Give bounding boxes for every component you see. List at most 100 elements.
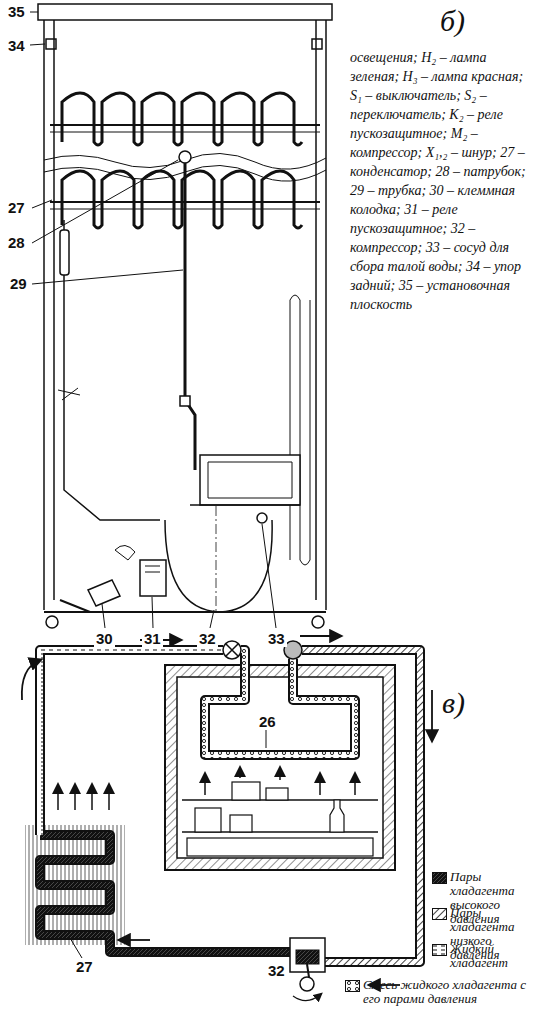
drawing-line (239, 768, 241, 778)
high-pressure-pipe (40, 835, 290, 952)
valve (284, 641, 302, 659)
branch-pipe (179, 151, 191, 163)
drawing-rect (195, 808, 221, 832)
callout-number: 33 (266, 630, 287, 647)
legend-text: Жидкий хладагент (450, 942, 540, 970)
liquid-pipe (40, 650, 223, 835)
evaporator (205, 650, 355, 755)
drawing-path (290, 295, 310, 565)
drawing-rect (266, 788, 288, 800)
legend-text: освещения; H₂ – лампа зеленая; H₃ – ламп… (350, 48, 538, 314)
drawing-circle (300, 977, 314, 991)
drawing-line (57, 785, 59, 810)
tube (185, 163, 195, 470)
drawing-rect (433, 909, 447, 920)
pipe (290, 300, 310, 560)
terminal-block (88, 580, 120, 606)
callout-number: 30 (94, 630, 115, 647)
side-rail (315, 20, 317, 600)
drawing-line (63, 275, 65, 470)
wheel (46, 616, 58, 628)
drawing-rect (433, 873, 447, 884)
suction-pipe (302, 650, 420, 962)
drawing-line (91, 785, 93, 810)
drawing-path (64, 470, 160, 520)
condenser-bar (50, 124, 320, 126)
bracket (58, 388, 80, 400)
drawing-path (208, 462, 292, 498)
cycle (22, 636, 432, 1001)
drawing-rect (346, 981, 360, 992)
side-rail (43, 20, 45, 610)
drawing-line (70, 938, 82, 958)
callout-number: 26 (257, 713, 278, 730)
callout-number: 32 (266, 962, 287, 979)
side-rail (325, 20, 327, 610)
drawing-path (431, 690, 433, 740)
part-letter: б) (440, 6, 465, 36)
wheel (312, 616, 324, 628)
legend-swatch (432, 944, 447, 956)
liquid-pipe (40, 650, 223, 835)
legend-text: Смесь жидкого хладагента с его парами да… (363, 978, 539, 1006)
rear-stop (312, 39, 322, 49)
drawing-line (210, 610, 214, 628)
drawing-line (32, 270, 183, 284)
drawing-line (266, 730, 267, 748)
water-vessel (200, 455, 300, 505)
drawing-line (32, 200, 52, 208)
condenser (62, 171, 302, 228)
callout-number: 29 (8, 275, 29, 292)
drawing-path (60, 600, 90, 612)
compressor (165, 520, 272, 612)
callout-number: 27 (74, 958, 95, 975)
mounting-plane (38, 4, 332, 20)
evaporator (205, 650, 355, 755)
expansion-valve (223, 641, 241, 659)
high-pressure-pipe (40, 835, 290, 952)
drawing-g (40, 650, 420, 962)
suction-pipe (302, 650, 420, 962)
drawing-path (300, 635, 340, 637)
drawing-rect (296, 950, 319, 964)
drawing-path (120, 939, 150, 941)
start-relay (140, 560, 166, 596)
drawing-line (30, 12, 38, 13)
fridge-back (38, 4, 332, 628)
drawing-path (145, 566, 160, 572)
drawing-rect (230, 815, 252, 832)
drawing-line (190, 504, 300, 506)
callout-number: 35 (6, 3, 27, 20)
drawing-line (32, 160, 178, 243)
pot (232, 782, 260, 800)
heat-arrows (58, 768, 355, 810)
drawing-line (30, 44, 45, 45)
drawing-line (102, 604, 105, 628)
cabinet (165, 665, 395, 870)
bottle (330, 800, 344, 832)
part-letter: в) (442, 688, 465, 718)
callout-number: 28 (6, 234, 27, 251)
condenser (62, 93, 302, 145)
condenser-bar (50, 132, 320, 133)
callout-number: 27 (6, 199, 27, 216)
condenser-coil (62, 93, 302, 145)
callout-number: 31 (142, 630, 163, 647)
drawing-line (108, 785, 110, 810)
leader-lines (30, 12, 276, 628)
drawing-line (319, 774, 321, 795)
drawing-line (204, 774, 206, 795)
callout-number: 32 (197, 630, 218, 647)
condenser-coil (62, 171, 302, 228)
tube-clamp (180, 396, 190, 406)
drawing-line (74, 785, 76, 810)
legend-swatch (432, 872, 447, 884)
crisper (187, 838, 373, 856)
drawing-line (152, 597, 153, 628)
legend-swatch (432, 908, 447, 920)
drawing-line (279, 768, 281, 780)
side-rail (53, 20, 55, 600)
drawing-path (226, 644, 238, 656)
drawing-path (115, 545, 135, 560)
